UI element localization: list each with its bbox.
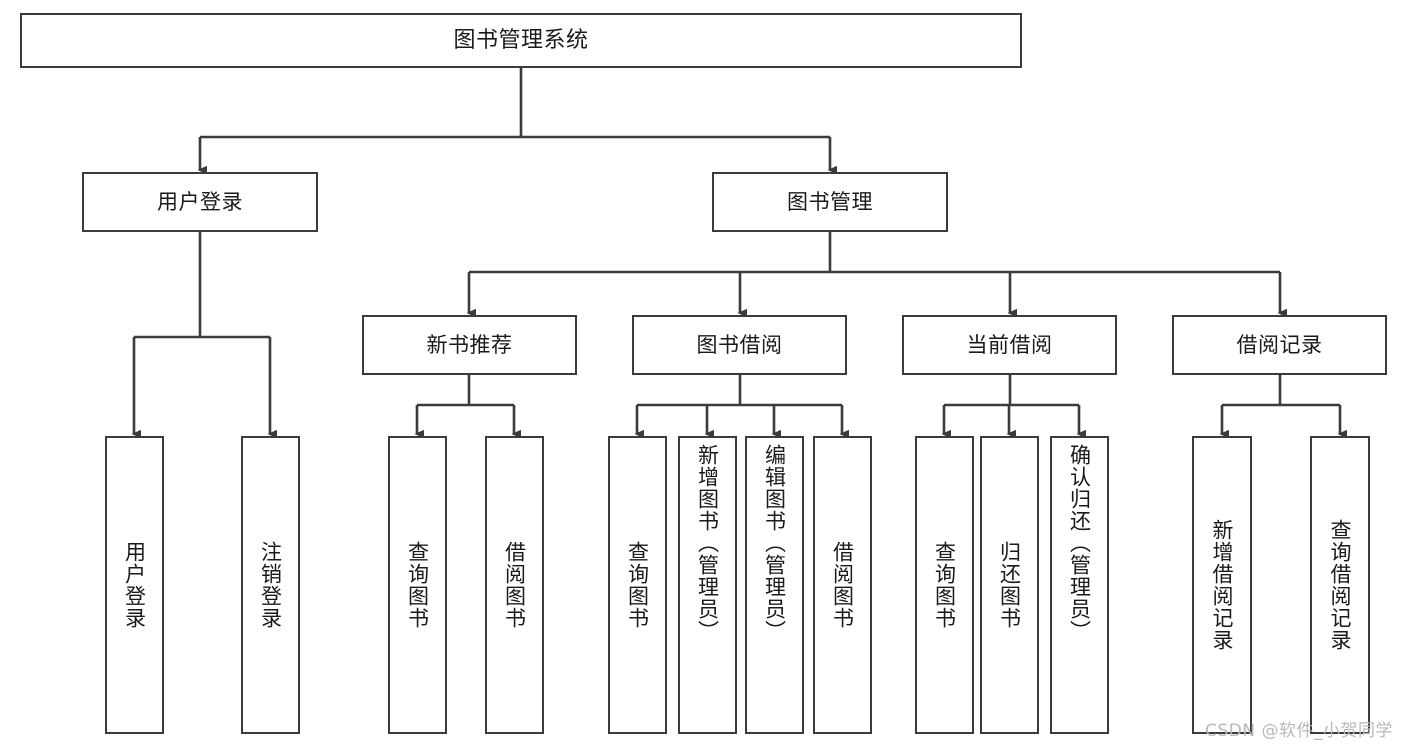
node-user-login-label: 用户登录 bbox=[157, 189, 243, 214]
node-leaf-query-borrow-record[interactable]: 查询借阅记录 bbox=[1310, 436, 1370, 734]
node-new-book-recommend-label: 新书推荐 bbox=[426, 332, 513, 357]
node-leaf-query-book-1-label: 查询图书 bbox=[405, 541, 430, 629]
node-leaf-edit-book-admin-label: 编辑图书（管理员） bbox=[762, 444, 787, 642]
csdn-watermark: CSDN @软件_小贺同学 bbox=[1205, 721, 1393, 741]
node-leaf-user-login[interactable]: 用户登录 bbox=[105, 436, 164, 734]
node-leaf-confirm-return-admin[interactable]: 确认归还（管理员） bbox=[1050, 436, 1109, 734]
node-root-system-label: 图书管理系统 bbox=[453, 27, 589, 53]
node-book-borrow[interactable]: 图书借阅 bbox=[632, 315, 847, 375]
node-leaf-add-borrow-record[interactable]: 新增借阅记录 bbox=[1192, 436, 1252, 734]
node-leaf-confirm-return-admin-label: 确认归还（管理员） bbox=[1067, 444, 1092, 642]
node-root-system[interactable]: 图书管理系统 bbox=[20, 13, 1022, 68]
node-leaf-borrow-book-2[interactable]: 借阅图书 bbox=[813, 436, 872, 734]
node-leaf-query-book-3-label: 查询图书 bbox=[932, 541, 957, 629]
node-leaf-borrow-book-1[interactable]: 借阅图书 bbox=[485, 436, 544, 734]
node-leaf-add-book-admin[interactable]: 新增图书（管理员） bbox=[678, 436, 737, 734]
node-leaf-query-book-2-label: 查询图书 bbox=[625, 541, 650, 629]
node-leaf-query-book-1[interactable]: 查询图书 bbox=[388, 436, 447, 734]
node-leaf-add-borrow-record-label: 新增借阅记录 bbox=[1210, 519, 1235, 651]
node-book-manage-label: 图书管理 bbox=[787, 189, 873, 214]
node-user-login[interactable]: 用户登录 bbox=[82, 172, 318, 232]
node-leaf-query-book-2[interactable]: 查询图书 bbox=[608, 436, 667, 734]
node-book-borrow-label: 图书借阅 bbox=[696, 332, 783, 357]
node-leaf-query-borrow-record-label: 查询借阅记录 bbox=[1328, 519, 1353, 651]
node-borrow-record[interactable]: 借阅记录 bbox=[1172, 315, 1387, 375]
node-leaf-add-book-admin-label: 新增图书（管理员） bbox=[695, 444, 720, 642]
node-current-borrow-label: 当前借阅 bbox=[966, 332, 1053, 357]
node-current-borrow[interactable]: 当前借阅 bbox=[902, 315, 1117, 375]
node-leaf-query-book-3[interactable]: 查询图书 bbox=[915, 436, 974, 734]
node-leaf-return-book-label: 归还图书 bbox=[997, 541, 1022, 629]
node-new-book-recommend[interactable]: 新书推荐 bbox=[362, 315, 577, 375]
node-book-manage[interactable]: 图书管理 bbox=[712, 172, 948, 232]
node-leaf-edit-book-admin[interactable]: 编辑图书（管理员） bbox=[745, 436, 804, 734]
node-leaf-user-login-label: 用户登录 bbox=[122, 541, 147, 629]
node-borrow-record-label: 借阅记录 bbox=[1236, 332, 1323, 357]
node-leaf-logout-login-label: 注销登录 bbox=[258, 541, 283, 629]
node-leaf-borrow-book-1-label: 借阅图书 bbox=[502, 541, 527, 629]
node-leaf-borrow-book-2-label: 借阅图书 bbox=[830, 541, 855, 629]
node-leaf-return-book[interactable]: 归还图书 bbox=[980, 436, 1039, 734]
node-leaf-logout-login[interactable]: 注销登录 bbox=[241, 436, 300, 734]
